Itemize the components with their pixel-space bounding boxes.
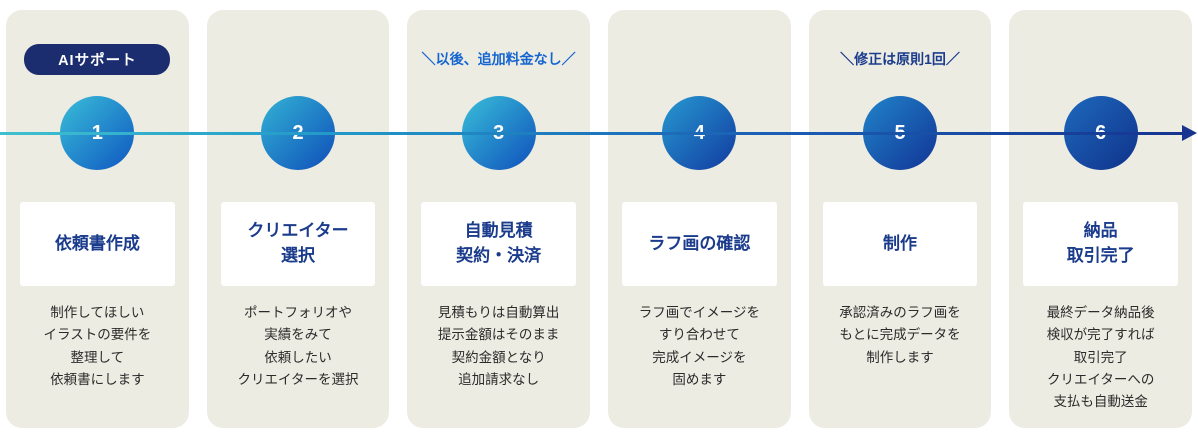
step-5-title-box: 制作 <box>822 202 978 286</box>
timeline-line <box>0 132 1184 135</box>
step-description: 承認済みのラフ画を もとに完成データを 制作します <box>839 305 961 365</box>
annotation: ＼修正は原則1回／ <box>840 51 960 67</box>
step-card-4: 4 ラフ画の確認 ラフ画でイメージを すり合わせて 完成イメージを 固めます <box>608 10 791 428</box>
step-title: 制作 <box>883 233 918 253</box>
step-title: 納品 取引完了 <box>1066 221 1135 265</box>
step-title: クリエイター 選択 <box>247 221 349 265</box>
step-card-5: ＼修正は原則1回／ 5 制作 承認済みのラフ画を もとに完成データを 制作します <box>808 10 992 428</box>
step-card-2: 2 クリエイター 選択 ポートフォリオや 実績をみて 依頼したい クリエイターを… <box>206 10 390 428</box>
arrow-right-icon <box>1182 125 1197 141</box>
step-3-top-row: ＼以後、追加料金なし／ <box>407 44 590 74</box>
step-1-top-row: AIサポート <box>6 43 189 75</box>
step-description: ポートフォリオや 実績をみて 依頼したい クリエイターを選択 <box>237 305 359 387</box>
ai-support-badge: AIサポート <box>24 43 171 75</box>
step-card-6: 6 納品 取引完了 最終データ納品後 検収が完了すれば 取引完了 クリエイターへ… <box>1009 10 1193 428</box>
step-title: 自動見積 契約・決済 <box>456 221 542 265</box>
step-description: 見積もりは自動算出 提示金額はそのまま 契約金額となり 追加請求なし <box>437 305 560 387</box>
step-2-top-row <box>207 44 390 74</box>
step-4-title-box: ラフ画の確認 <box>622 202 777 286</box>
step-4-top-row <box>608 44 791 74</box>
step-1-title-box: 依頼書作成 <box>20 202 175 286</box>
step-5-top-row: ＼修正は原則1回／ <box>809 44 992 74</box>
step-description: 制作してほしい イラストの要件を 整理して 依頼書にします <box>43 305 152 387</box>
annotation: ＼以後、追加料金なし／ <box>421 51 576 67</box>
step-2-title-box: クリエイター 選択 <box>220 202 376 286</box>
step-description: 最終データ納品後 検収が完了すれば 取引完了 クリエイターへの 支払も自動送金 <box>1046 305 1155 410</box>
step-title: 依頼書作成 <box>54 233 140 253</box>
step-title: ラフ画の確認 <box>648 233 751 253</box>
step-description: ラフ画でイメージを すり合わせて 完成イメージを 固めます <box>638 305 760 387</box>
step-card-3: ＼以後、追加料金なし／ 3 自動見積 契約・決済 見積もりは自動算出 提示金額は… <box>407 10 591 428</box>
step-card-1: AIサポート 1 依頼書作成 制作してほしい イラストの要件を 整理して 依頼書… <box>6 10 189 428</box>
step-6-title-box: 納品 取引完了 <box>1023 202 1179 286</box>
step-6-top-row <box>1009 44 1192 74</box>
step-3-title-box: 自動見積 契約・決済 <box>421 202 577 286</box>
step-cards-row: AIサポート 1 依頼書作成 制作してほしい イラストの要件を 整理して 依頼書… <box>6 10 1193 428</box>
